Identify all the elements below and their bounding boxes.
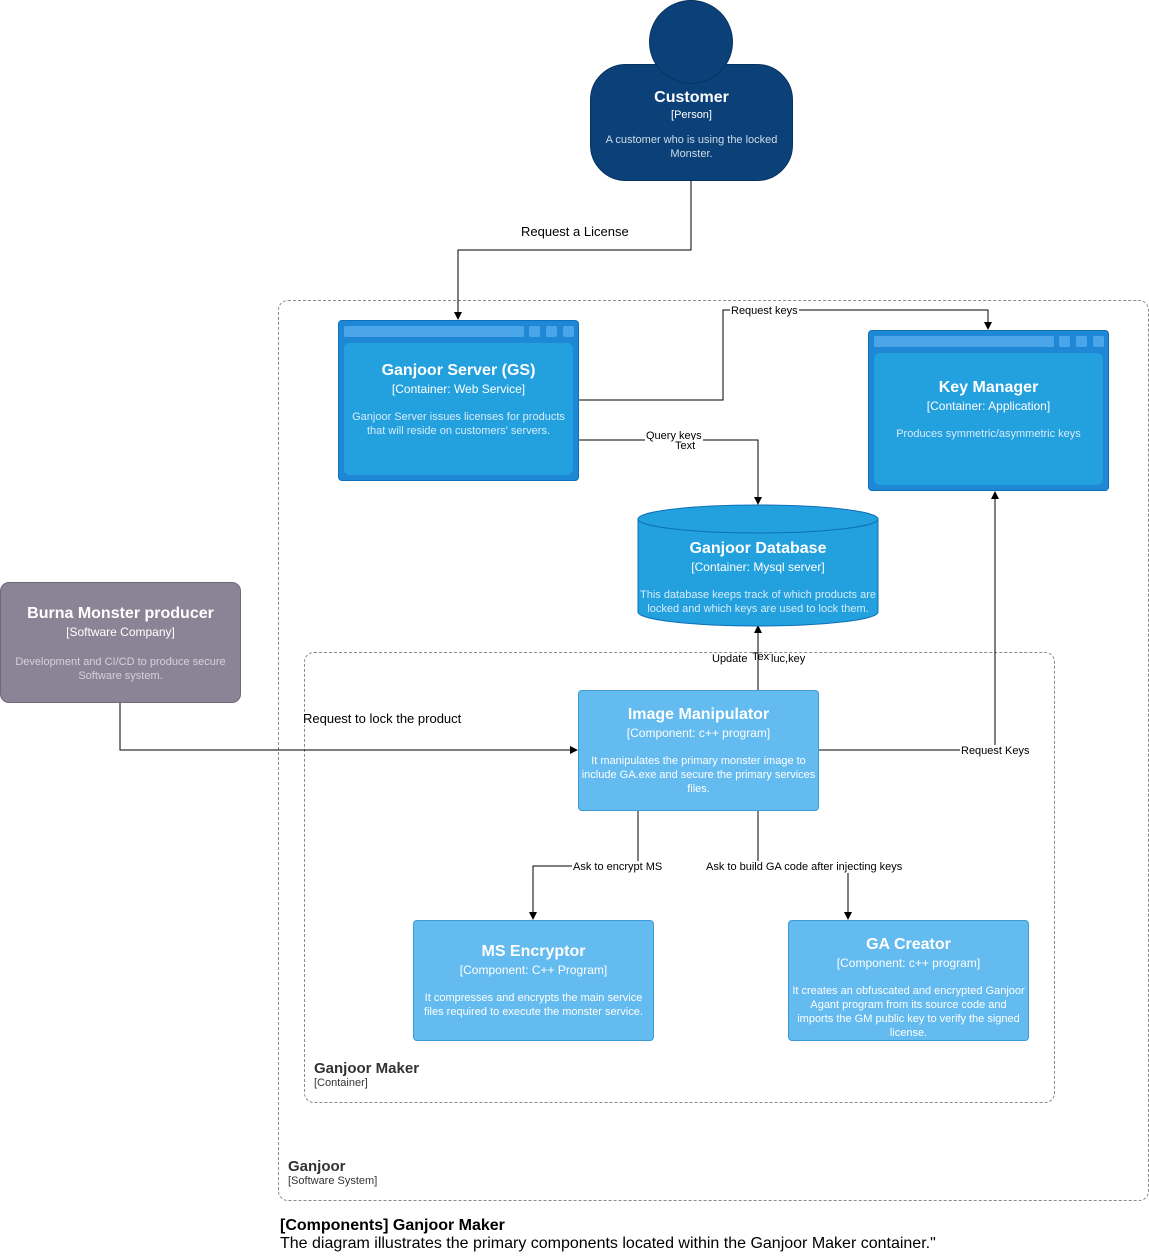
caption-title: [Components] Ganjoor Maker — [280, 1217, 505, 1234]
edge-request-license — [454, 180, 692, 320]
label-request-keys-right: Request Keys — [960, 745, 1031, 757]
database-cylinder-icon — [637, 504, 879, 627]
server-type: [Container: Web Service] — [391, 382, 526, 396]
label-request-keys-top: Request keys — [730, 305, 799, 317]
window-button-icon — [1059, 336, 1070, 347]
ms-encryptor-title: MS Encryptor — [481, 943, 586, 960]
ms-encryptor-desc: It compresses and encrypts the main serv… — [424, 992, 643, 1018]
database-type: [Container: Mysql server] — [691, 560, 825, 574]
key-manager-container[interactable]: Key Manager [Container: Application] Pro… — [868, 330, 1109, 491]
container-boundary-type: [Container] — [314, 1077, 368, 1089]
customer-person[interactable]: Customer [Person] A customer who is usin… — [590, 0, 793, 182]
label-update-luc: luc,key — [770, 653, 807, 665]
label-query-keys: Query keys — [645, 430, 703, 442]
person-head-icon — [649, 0, 733, 84]
database-desc: This database keeps track of which produ… — [639, 589, 876, 615]
container-boundary-title: Ganjoor Maker — [314, 1060, 420, 1077]
producer-desc: Development and CI/CD to produce secure … — [15, 656, 226, 682]
database-title: Ganjoor Database — [689, 540, 827, 557]
server-title: Ganjoor Server (GS) — [381, 362, 536, 379]
system-boundary-type: [Software System] — [288, 1175, 378, 1187]
ga-creator-title: GA Creator — [866, 936, 951, 953]
customer-title: Customer — [654, 89, 729, 106]
window-button-icon — [529, 326, 540, 337]
database-body: Ganjoor Database [Container: Mysql serve… — [637, 540, 879, 616]
image-manipulator-type: [Component: c++ program] — [626, 726, 771, 740]
window-button-icon — [546, 326, 557, 337]
ganjoor-maker-label: Ganjoor Maker [Container] — [314, 1060, 419, 1089]
producer-title: Burna Monster producer — [27, 605, 214, 622]
ga-creator-component[interactable]: GA Creator [Component: c++ program] It c… — [788, 920, 1029, 1041]
label-ask-encrypt: Ask to encrypt MS — [572, 861, 664, 873]
key-manager-type: [Container: Application] — [926, 399, 1051, 413]
image-manipulator-title: Image Manipulator — [627, 706, 770, 723]
burna-monster-producer[interactable]: Burna Monster producer [Software Company… — [0, 582, 241, 703]
edge-query-keys — [578, 439, 762, 505]
key-manager-body: Key Manager [Container: Application] Pro… — [874, 353, 1103, 485]
window-titlebar — [344, 326, 524, 337]
window-button-icon — [1093, 336, 1104, 347]
caption-description: The diagram illustrates the primary comp… — [280, 1235, 936, 1252]
ga-creator-type: [Component: c++ program] — [836, 956, 981, 970]
label-request-license: Request a License — [520, 224, 630, 239]
ganjoor-system-label: Ganjoor [Software System] — [288, 1158, 377, 1187]
server-body: Ganjoor Server (GS) [Container: Web Serv… — [344, 343, 573, 475]
ganjoor-maker-boundary — [304, 652, 1055, 1103]
key-manager-desc: Produces symmetric/asymmetric keys — [896, 428, 1081, 440]
customer-desc: A customer who is using the locked Monst… — [605, 134, 778, 160]
diagram-caption: [Components] Ganjoor Maker The diagram i… — [280, 1217, 1140, 1253]
customer-type: [Person] — [671, 109, 712, 121]
system-boundary-title: Ganjoor — [288, 1158, 346, 1175]
image-manipulator-desc: It manipulates the primary monster image… — [581, 755, 816, 795]
image-manipulator-component[interactable]: Image Manipulator [Component: c++ progra… — [578, 690, 819, 811]
label-request-lock: Request to lock the product — [302, 711, 463, 726]
window-button-icon — [1076, 336, 1087, 347]
label-ask-build: Ask to build GA code after injecting key… — [705, 861, 904, 873]
window-titlebar — [874, 336, 1054, 347]
ga-creator-desc: It creates an obfuscated and encrypted G… — [792, 985, 1025, 1039]
ganjoor-server-container[interactable]: Ganjoor Server (GS) [Container: Web Serv… — [338, 320, 579, 481]
edge-request-lock — [119, 702, 578, 754]
key-manager-title: Key Manager — [938, 379, 1039, 396]
producer-type: [Software Company] — [66, 625, 175, 639]
window-button-icon — [563, 326, 574, 337]
label-update-text: Text — [752, 651, 773, 663]
label-query-keys-text: Text — [674, 440, 697, 452]
label-update: Update — [711, 653, 749, 665]
edge-request-keys-top — [578, 309, 992, 401]
ms-encryptor-type: [Component: C++ Program] — [459, 963, 608, 977]
ms-encryptor-component[interactable]: MS Encryptor [Component: C++ Program] It… — [413, 920, 654, 1041]
server-desc: Ganjoor Server issues licenses for produ… — [352, 411, 565, 437]
ganjoor-database[interactable]: Ganjoor Database [Container: Mysql serve… — [637, 504, 879, 627]
